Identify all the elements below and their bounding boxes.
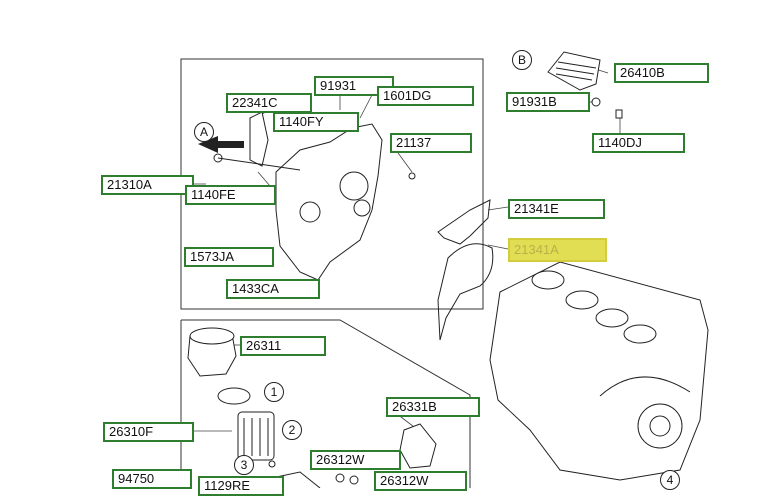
callout-3: 3 (234, 455, 254, 475)
part-label-1140DJ[interactable]: 1140DJ (592, 133, 685, 153)
oil-filter-frame (180, 319, 471, 488)
part-label-91931[interactable]: 91931 (314, 76, 394, 96)
part-label-1140FY[interactable]: 1140FY (273, 112, 359, 132)
engine-block-illustration (489, 261, 709, 481)
oil-cooler-illustration (547, 51, 623, 119)
part-label-26331B[interactable]: 26331B (386, 397, 480, 417)
part-label-94750[interactable]: 94750 (112, 469, 192, 489)
part-label-1129RE[interactable]: 1129RE (198, 476, 284, 496)
part-label-91931B[interactable]: 91931B (506, 92, 590, 112)
part-label-1573JA[interactable]: 1573JA (184, 247, 274, 267)
part-label-21310A[interactable]: 21310A (101, 175, 194, 195)
gasket-illustrations (437, 199, 494, 341)
part-label-26312W-2[interactable]: 26312W (374, 471, 467, 491)
part-label-22341C[interactable]: 22341C (226, 93, 312, 113)
part-label-21137[interactable]: 21137 (390, 133, 472, 153)
part-label-21341E[interactable]: 21341E (508, 199, 605, 219)
part-label-21341A-highlighted[interactable]: 21341A (508, 238, 607, 262)
part-label-26310F[interactable]: 26310F (103, 422, 194, 442)
callout-4: 4 (660, 470, 680, 490)
callout-B: B (512, 50, 532, 70)
callout-1: 1 (264, 382, 284, 402)
callout-2: 2 (282, 420, 302, 440)
timing-cover-illustration (213, 111, 416, 290)
part-label-26312W-1[interactable]: 26312W (310, 450, 401, 470)
callout-A: A (194, 122, 214, 142)
part-label-1601DG[interactable]: 1601DG (377, 86, 474, 106)
part-label-26410B[interactable]: 26410B (614, 63, 709, 83)
part-label-26311[interactable]: 26311 (240, 336, 326, 356)
part-label-1433CA[interactable]: 1433CA (226, 279, 320, 299)
part-label-1140FE[interactable]: 1140FE (185, 185, 276, 205)
